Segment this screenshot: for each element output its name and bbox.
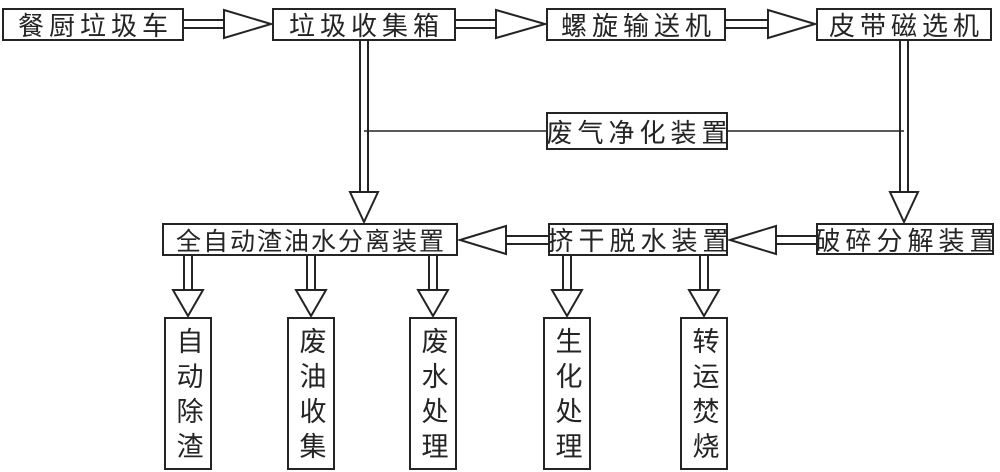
- node-kitchen-waste-truck: 餐厨垃圾车: [2, 8, 184, 41]
- node-transfer-incineration: 转运焚烧: [680, 317, 728, 470]
- node-auto-slag-oil-water-separator: 全自动渣油水分离装置: [162, 223, 458, 256]
- arrow-autosep-to-slag: [171, 256, 205, 319]
- node-auto-slag-removal: 自动除渣: [164, 317, 212, 470]
- arrow-autosep-to-water: [416, 256, 450, 319]
- node-squeeze-dewatering: 挤干脱水装置: [548, 223, 728, 256]
- node-waste-collection-box: 垃圾收集箱: [272, 8, 456, 41]
- arrow-truck-to-collect: [184, 8, 275, 40]
- node-waste-water-treatment: 废水处理: [409, 317, 457, 470]
- arrow-squeeze-to-autosep: [456, 224, 548, 256]
- arrow-crush-to-squeeze: [726, 224, 816, 256]
- arrow-autosep-to-oil: [294, 256, 328, 319]
- arrow-conveyor-to-belt: [726, 8, 819, 40]
- node-crushing-decomposition: 破碎分解装置: [816, 223, 994, 255]
- arrow-squeeze-to-incin: [687, 256, 721, 319]
- node-belt-magnetic-separator: 皮带磁选机: [816, 8, 992, 41]
- node-screw-conveyor: 螺旋输送机: [546, 8, 726, 41]
- arrow-collect-to-conveyor: [456, 8, 549, 40]
- node-biochemical-treatment: 生化处理: [543, 317, 591, 470]
- arrow-squeeze-to-bio: [550, 256, 584, 319]
- node-waste-oil-collection: 废油收集: [287, 317, 335, 470]
- node-waste-gas-purifier: 废气净化装置: [546, 112, 728, 150]
- arrow-collect-to-autosep: [348, 41, 380, 225]
- arrow-belt-to-crush: [888, 41, 920, 225]
